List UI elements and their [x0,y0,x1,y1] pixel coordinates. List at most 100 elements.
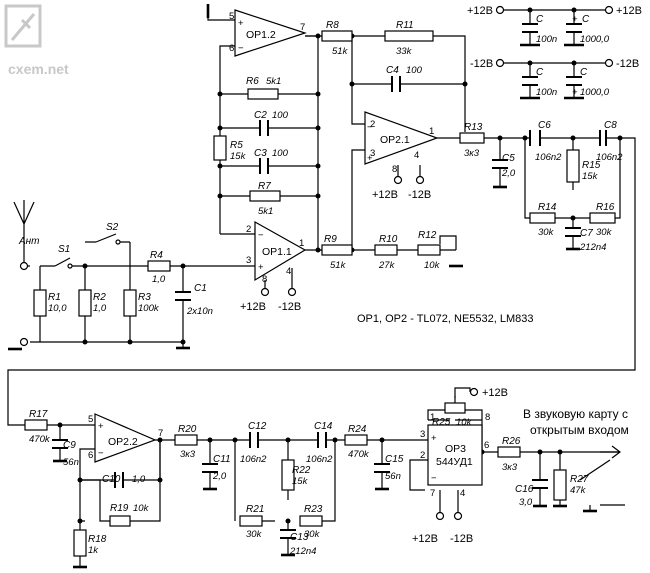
svg-text:470k: 470k [29,434,51,445]
svg-text:+12В: +12В [616,5,642,17]
svg-text:C: C [580,67,588,78]
power-decoupling: +12В +12В -12В -12В C 100n + C 1000,0 C … [467,5,642,100]
resistor-r4 [147,260,171,272]
capacitor-c4 [391,76,401,92]
svg-text:33k: 33k [396,46,413,57]
svg-text:2x10n: 2x10n [186,306,213,317]
svg-text:R7: R7 [258,181,271,192]
svg-text:1: 1 [429,126,434,137]
opamp-op1-1: OP1.1 2 3 1 8 4 − + [246,220,307,285]
svg-text:C: C [536,14,544,25]
svg-text:1: 1 [299,238,304,249]
resistor-r24 [344,434,368,446]
svg-text:100: 100 [272,110,289,121]
svg-text:OP2.1: OP2.1 [380,134,410,146]
resistor-r6 [247,88,279,100]
svg-text:R17: R17 [29,409,48,420]
watermark-icon [4,4,42,48]
svg-text:C6: C6 [538,120,551,131]
svg-text:-12В: -12В [408,189,431,201]
svg-text:100: 100 [406,65,423,76]
svg-text:106n2: 106n2 [306,454,333,465]
svg-text:+: + [98,421,104,432]
svg-text:5: 5 [229,11,234,22]
resistor-r26 [497,446,521,458]
svg-text:1,0: 1,0 [93,303,107,314]
watermark: cxem.net [4,4,69,77]
svg-text:R8: R8 [326,20,339,31]
svg-text:C5: C5 [502,153,515,164]
svg-text:51k: 51k [332,46,349,57]
svg-text:2,0: 2,0 [501,168,516,179]
capacitor-c10 [114,472,124,488]
svg-text:106n2: 106n2 [596,152,623,163]
svg-text:+: + [572,14,578,25]
svg-text:6: 6 [484,440,489,451]
svg-text:2,0: 2,0 [212,471,227,482]
resistor-r19 [109,515,131,527]
resistor-r12 [417,244,441,256]
svg-text:−: − [431,473,437,484]
opamp-op3: OP3 544УД1 3 2 6 1 8 7 4 + − [420,412,490,499]
capacitor-c16 [532,479,548,489]
svg-text:R11: R11 [396,20,414,31]
capacitor-c6 [529,130,541,146]
svg-text:OP1.2: OP1.2 [246,29,276,41]
svg-text:+: + [431,433,437,444]
capacitor-c14 [317,432,327,448]
opamp-supply-pins: +12В -12В +12В -12В +12В -12В +12В [240,175,508,545]
svg-text:8: 8 [485,412,490,423]
svg-text:C14: C14 [314,421,333,432]
svg-text:R3: R3 [138,292,151,303]
capacitor-c15 [374,463,390,473]
svg-text:R10: R10 [379,234,398,245]
antenna-label: Ант [18,236,40,247]
svg-text:3: 3 [370,148,375,159]
svg-text:2: 2 [246,224,251,235]
svg-text:R22: R22 [292,465,311,476]
resistor-r18 [73,529,87,557]
resistor-r17 [24,419,48,431]
svg-text:27k: 27k [378,260,396,271]
resistor-bodies [24,30,616,557]
resistor-r23 [299,515,323,527]
svg-text:R13: R13 [464,122,483,133]
opamp-op2-2: OP2.2 5 6 7 + − [88,413,163,463]
svg-text:3к3: 3к3 [502,462,518,473]
svg-text:30k: 30k [538,227,555,238]
svg-text:+: + [258,262,264,273]
svg-text:+: + [572,87,578,98]
svg-text:C9: C9 [63,440,76,451]
svg-text:+12В: +12В [412,533,438,545]
svg-text:470k: 470k [348,449,370,460]
svg-text:S1: S1 [58,244,70,255]
svg-text:C12: C12 [248,421,267,432]
svg-text:15k: 15k [292,476,309,487]
switch-s2: S2 [95,222,121,245]
svg-text:+: + [367,153,373,164]
svg-text:−: − [98,448,104,459]
svg-text:4: 4 [286,266,291,277]
svg-text:C2: C2 [254,110,267,121]
input-terminal [19,337,29,347]
svg-text:106n2: 106n2 [240,454,267,465]
svg-text:-12В: -12В [278,301,301,313]
svg-text:47k: 47k [570,485,587,496]
antenna-icon [13,200,35,225]
capacitor-c9 [52,439,68,449]
capacitor-plates [52,76,607,539]
ground-symbols [8,4,597,569]
svg-text:R21: R21 [246,504,264,515]
svg-text:212n4: 212n4 [579,242,606,253]
antenna: Ант [13,200,40,347]
svg-text:100: 100 [272,148,289,159]
svg-text:+12В: +12В [482,387,508,399]
svg-text:R19: R19 [110,503,129,514]
svg-text:3,0: 3,0 [519,497,533,508]
capacitor-c13 [280,529,296,539]
capacitor-c7 [565,227,581,237]
svg-text:1000,0: 1000,0 [580,87,610,98]
resistor-r5 [213,135,227,161]
resistor-r2 [78,289,92,317]
svg-text:544УД1: 544УД1 [436,456,473,468]
